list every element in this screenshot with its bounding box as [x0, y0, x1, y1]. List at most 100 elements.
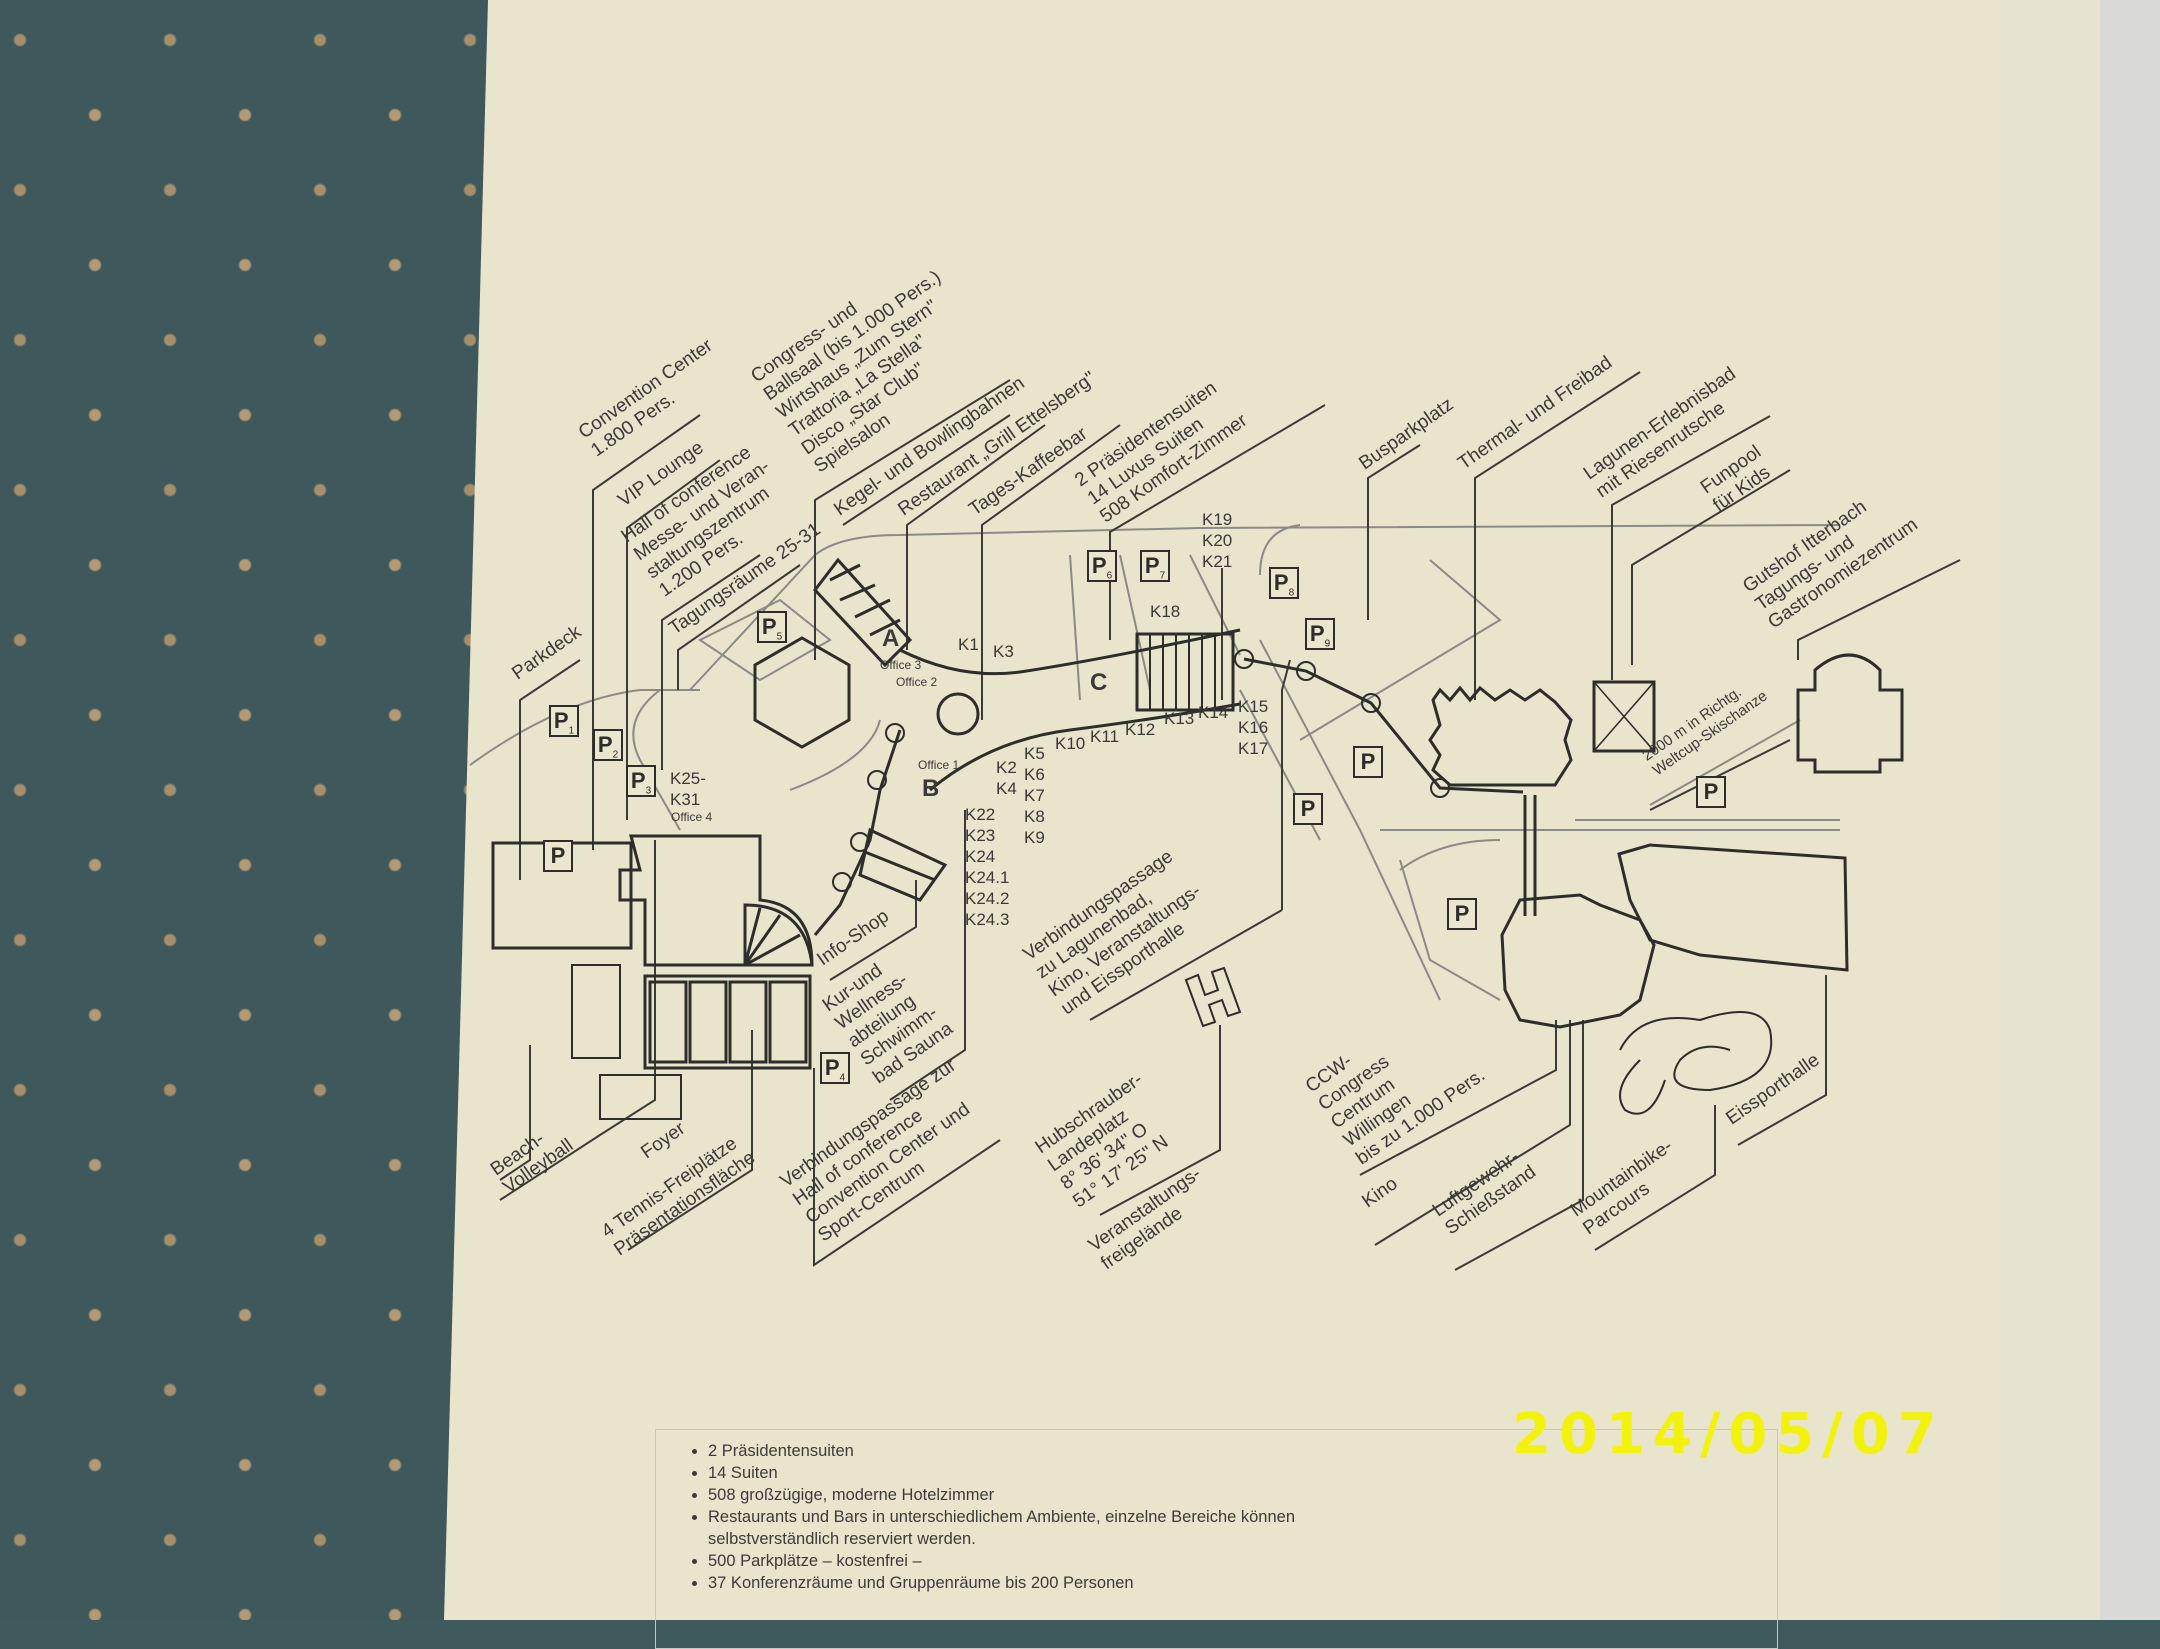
parking-p6: P6 — [1087, 550, 1117, 582]
leader-line — [1474, 371, 1641, 700]
parking-p4: P4 — [820, 1052, 850, 1084]
tennis-court — [688, 980, 728, 1064]
gutshof-building — [1796, 653, 1904, 774]
connection-passage-west — [813, 729, 902, 936]
passage-node — [1430, 778, 1450, 798]
parking-p2: P2 — [593, 729, 623, 761]
thermal-bath — [1428, 685, 1573, 787]
leader-line — [1797, 559, 1961, 660]
office-2: Office 2 — [896, 675, 938, 689]
leader-line — [1109, 404, 1326, 640]
office-1: Office 1 — [918, 758, 960, 772]
info-item: 2 Präsidentensuiten — [708, 1440, 1295, 1462]
building-congress-ballsaal — [753, 636, 851, 749]
parking-p8: P8 — [1269, 567, 1299, 599]
leader-line — [1281, 659, 1291, 910]
room-k11: K11 — [1090, 727, 1119, 746]
info-item: 14 Suiten — [708, 1462, 1295, 1484]
room-k13: K13 — [1164, 709, 1195, 728]
road — [1649, 719, 1801, 806]
parking-p-east-3: P — [1447, 898, 1477, 930]
leader-line — [519, 659, 581, 880]
room-k12: K12 — [1125, 720, 1156, 739]
info-item: Restaurants und Bars in unterschiedliche… — [708, 1506, 1295, 1528]
info-list: 2 Präsidentensuiten 14 Suiten 508 großzü… — [680, 1440, 1295, 1594]
leader-line — [677, 564, 801, 690]
leader-line — [1089, 909, 1283, 1021]
lagunen-hatch — [1593, 681, 1655, 752]
tennis-court — [648, 980, 688, 1064]
road — [1399, 859, 1501, 1001]
info-item: 508 großzügige, moderne Hotelzimmer — [708, 1484, 1295, 1506]
tennis-courts — [643, 974, 812, 1070]
leader-line — [1099, 1025, 1221, 1216]
ccw-building — [1500, 893, 1656, 1029]
parking-p-gutshof: P — [1696, 776, 1726, 808]
date-stamp: 2014/05/07 — [1512, 1402, 1945, 1467]
marker-b: B — [922, 775, 940, 802]
wellness-block — [858, 827, 948, 902]
road — [1399, 839, 1501, 871]
leader-line — [1454, 1020, 1584, 1271]
leader-line — [661, 554, 761, 770]
beach-volleyball-court — [599, 1074, 682, 1120]
leader-line — [1631, 469, 1791, 665]
leader-line — [906, 424, 1046, 650]
leader-line — [829, 880, 917, 981]
building-foyer-stairs — [743, 903, 814, 967]
passage-node — [1296, 661, 1316, 681]
road — [698, 598, 832, 682]
lagunen-bath — [1592, 680, 1656, 753]
parking-p1: P1 — [549, 705, 579, 737]
room-k14: K14 — [1198, 703, 1229, 722]
parking-p-east-1: P — [1353, 746, 1383, 778]
room-k10: K10 — [1055, 734, 1086, 753]
rooms-k25-k31: K25-K31 — [670, 769, 706, 809]
room-k2: K2 — [996, 758, 1017, 777]
background-right — [2095, 0, 2160, 1620]
tennis-court — [728, 980, 768, 1064]
plot-line — [1069, 554, 1081, 701]
leader-line — [627, 1030, 753, 1251]
passage-node — [832, 872, 852, 892]
parking-p-convention: P — [543, 840, 573, 872]
leader-line — [889, 810, 966, 1101]
marker-a: A — [882, 625, 900, 652]
leader-line — [1594, 1105, 1716, 1251]
helipad-symbol — [1184, 966, 1242, 1028]
info-item-continuation: selbstverständlich reserviert werden. — [708, 1530, 976, 1548]
room-k4: K4 — [996, 779, 1017, 798]
room-k18: K18 — [1150, 602, 1181, 621]
passage-node — [850, 832, 870, 852]
leader-line — [1374, 1020, 1571, 1246]
leader-line — [499, 840, 656, 1201]
presentation-area — [571, 964, 621, 1059]
leader-line — [1649, 739, 1791, 811]
tennis-court — [768, 980, 808, 1064]
parking-p-east-2: P — [1293, 793, 1323, 825]
marker-c: C — [1090, 669, 1108, 696]
building-hall-of-conference — [618, 834, 814, 967]
leader-line — [1359, 1020, 1557, 1176]
hotel-stairs-steps — [1149, 634, 1216, 710]
parking-p3: P3 — [626, 765, 656, 797]
mountainbike-track — [1619, 1011, 1773, 1115]
hotel-corridor — [899, 628, 1241, 792]
parking-p5: P5 — [757, 611, 787, 643]
building-kegelbahn — [813, 557, 913, 668]
plot-line — [1119, 554, 1151, 691]
info-item: 500 Parkplätze – kostenfrei – — [708, 1550, 1295, 1572]
info-item: 37 Konferenzräume und Gruppenräume bis 2… — [708, 1572, 1295, 1594]
leader-line — [813, 1068, 1001, 1267]
leader-line — [842, 414, 1011, 526]
passage-node — [1361, 693, 1381, 713]
connector-corridor — [1523, 795, 1537, 916]
passage-node — [1234, 649, 1254, 669]
connection-passage-east — [1243, 657, 1524, 794]
office-3: Office 3 — [880, 658, 922, 672]
